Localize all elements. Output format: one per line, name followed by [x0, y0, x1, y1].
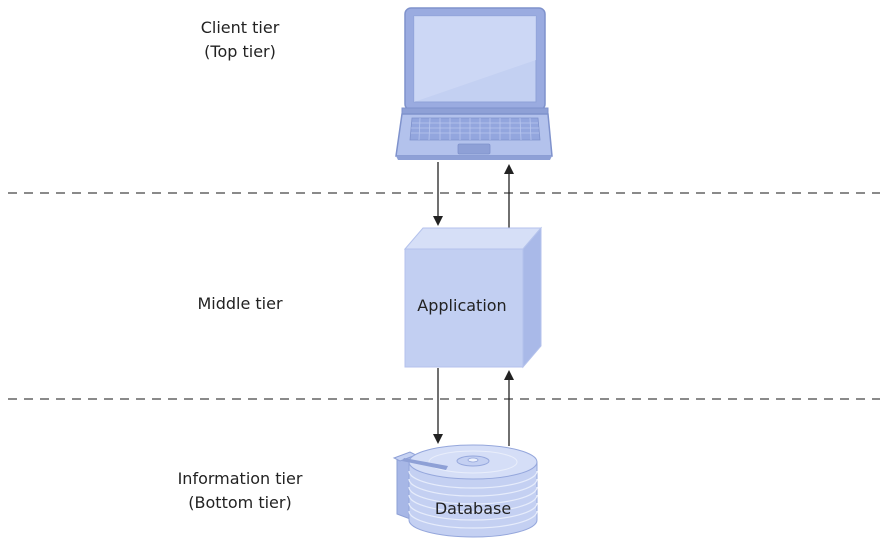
client-tier-label: Client tier (Top tier): [160, 16, 320, 64]
middle-tier-title: Middle tier: [197, 294, 283, 313]
database-label: Database: [435, 499, 511, 518]
information-tier-label: Information tier (Bottom tier): [150, 467, 330, 515]
client-tier-title: Client tier: [200, 18, 280, 37]
information-tier-title: Information tier: [177, 469, 303, 488]
laptop-icon: [395, 7, 553, 160]
client-tier-subtitle: (Top tier): [204, 42, 276, 61]
middle-tier-label: Middle tier: [160, 292, 320, 316]
disk-stack-icon: [392, 444, 538, 538]
application-cube: [403, 226, 543, 369]
application-label: Application: [417, 296, 506, 315]
information-tier-subtitle: (Bottom tier): [188, 493, 292, 512]
